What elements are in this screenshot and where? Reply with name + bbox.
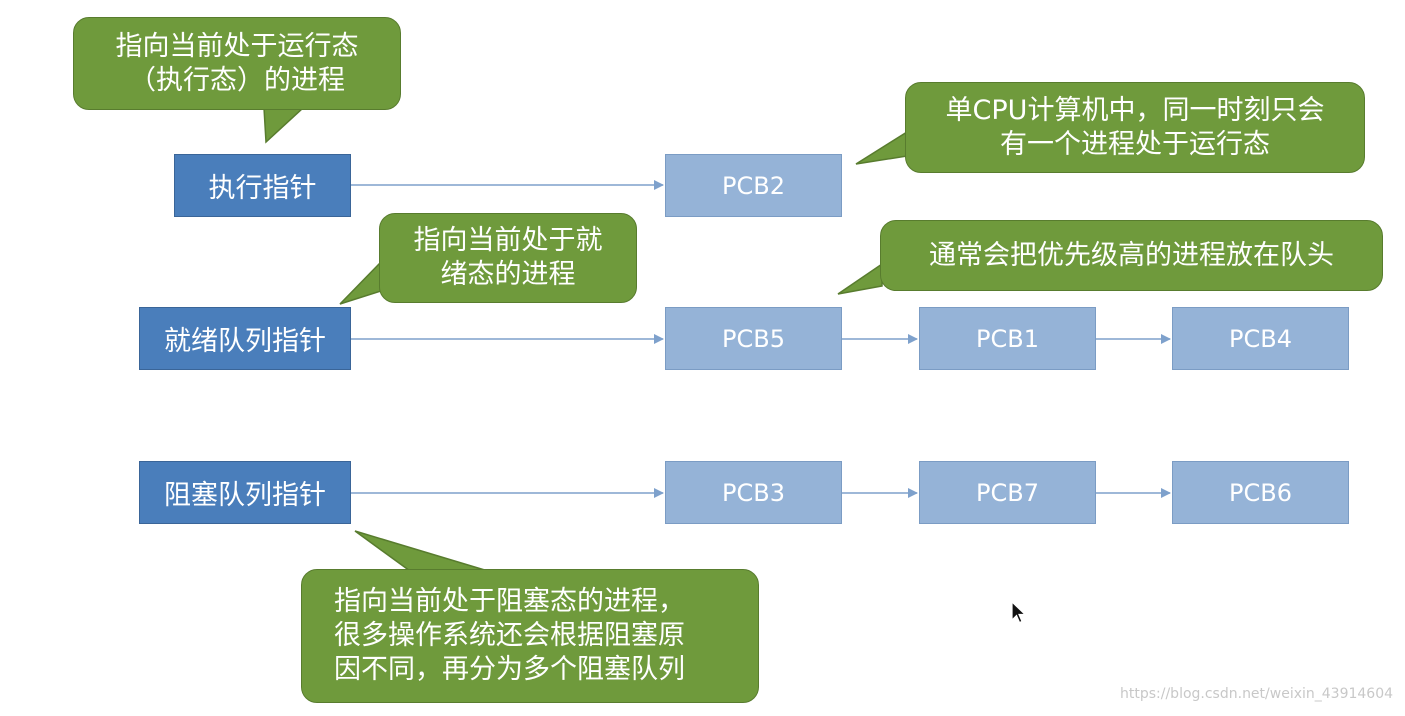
ready-queue-pointer-label: 就绪队列指针 — [164, 326, 326, 357]
pcb-label: PCB7 — [976, 478, 1039, 507]
callout-tail-blocked — [354, 530, 489, 572]
callout-line: 指向当前处于就 — [413, 225, 603, 256]
pcb-label: PCB4 — [1229, 324, 1292, 353]
callout-priority: 通常会把优先级高的进程放在队头 — [880, 220, 1383, 291]
callout-running-pointer: 指向当前处于运行态 （执行态）的进程 — [73, 17, 401, 110]
callout-tail-running — [263, 107, 305, 144]
pcb-box-pcb4: PCB4 — [1172, 307, 1349, 370]
ready-queue-pointer-box: 就绪队列指针 — [139, 307, 351, 370]
callout-line: 单CPU计算机中，同一时刻只会 — [945, 94, 1325, 126]
pcb-label: PCB6 — [1229, 478, 1292, 507]
pcb-box-pcb5: PCB5 — [665, 307, 842, 370]
callout-line: 通常会把优先级高的进程放在队头 — [929, 239, 1334, 271]
pcb-box-pcb2: PCB2 — [665, 154, 842, 217]
pcb-label: PCB2 — [722, 171, 785, 200]
pcb-box-pcb7: PCB7 — [919, 461, 1096, 524]
pcb-label: PCB5 — [722, 324, 785, 353]
callout-line: （执行态）的进程 — [129, 64, 345, 96]
callout-line: 指向当前处于阻塞态的进程， — [334, 586, 685, 617]
mouse-pointer-icon — [1011, 601, 1027, 624]
callout-line: 很多操作系统还会根据阻塞原 — [334, 620, 685, 651]
pcb-label: PCB1 — [976, 324, 1039, 353]
callout-line: 因不同，再分为多个阻塞队列 — [334, 654, 685, 685]
pcb-box-pcb1: PCB1 — [919, 307, 1096, 370]
callout-blocked-pointer: 指向当前处于阻塞态的进程， 很多操作系统还会根据阻塞原 因不同，再分为多个阻塞队… — [301, 569, 759, 703]
callout-line: 有一个进程处于运行态 — [1000, 128, 1270, 160]
pcb-label: PCB3 — [722, 478, 785, 507]
callout-tail-ready — [339, 260, 382, 305]
callout-ready-pointer: 指向当前处于就 绪态的进程 — [379, 213, 637, 303]
callout-line: 指向当前处于运行态 — [115, 30, 359, 62]
callout-tail-single-cpu — [855, 130, 908, 165]
running-pointer-label: 执行指针 — [208, 173, 317, 204]
pcb-box-pcb3: PCB3 — [665, 461, 842, 524]
callout-tail-priority — [837, 262, 883, 295]
running-pointer-box: 执行指针 — [174, 154, 351, 217]
blocked-queue-pointer-box: 阻塞队列指针 — [139, 461, 351, 524]
blocked-queue-pointer-label: 阻塞队列指针 — [164, 480, 326, 511]
watermark: https://blog.csdn.net/weixin_43914604 — [1120, 686, 1394, 702]
pcb-box-pcb6: PCB6 — [1172, 461, 1349, 524]
callout-single-cpu: 单CPU计算机中，同一时刻只会 有一个进程处于运行态 — [905, 82, 1365, 173]
callout-line: 绪态的进程 — [440, 259, 576, 290]
